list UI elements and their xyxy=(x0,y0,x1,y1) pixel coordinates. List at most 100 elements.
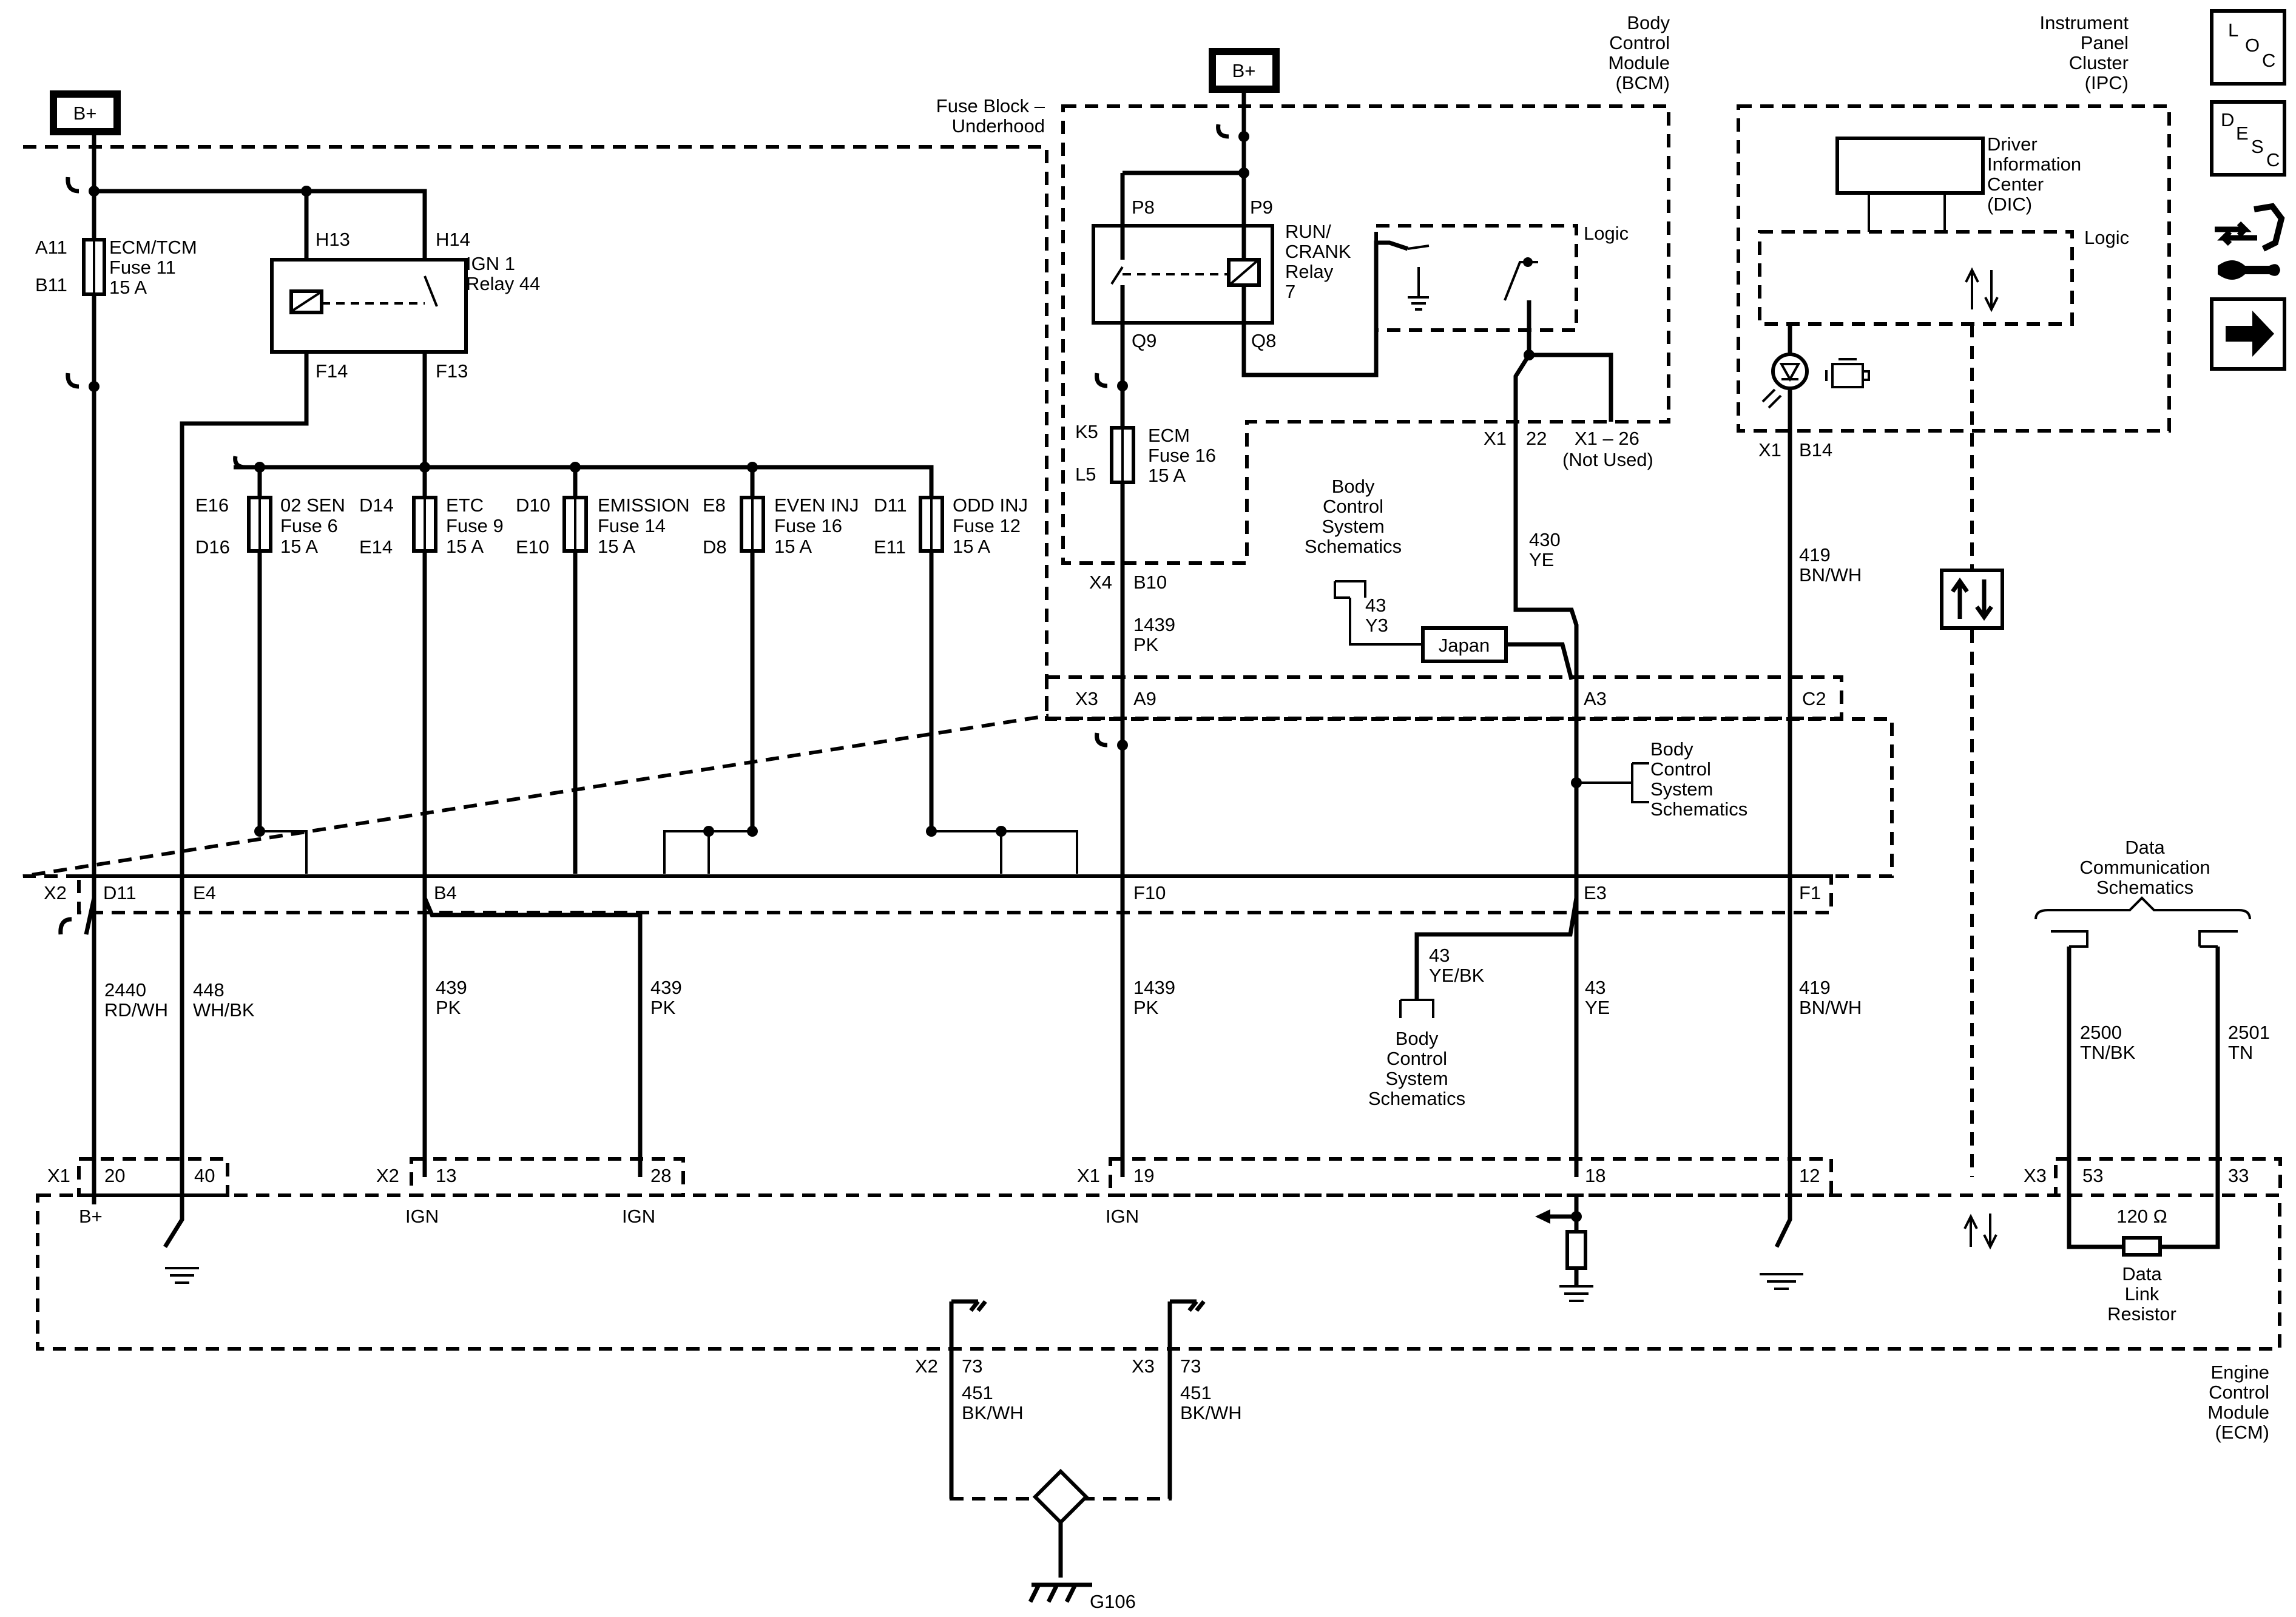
svg-text:BK/WH: BK/WH xyxy=(962,1402,1024,1423)
svg-text:B+: B+ xyxy=(79,1206,103,1227)
svg-text:Body: Body xyxy=(1650,738,1693,760)
loc-icon[interactable]: L O C xyxy=(2210,9,2286,86)
ecm-boundary xyxy=(36,1193,2281,1351)
svg-text:ETC: ETC xyxy=(446,495,484,516)
svg-text:Information: Information xyxy=(1987,154,2081,175)
bcm-x3-connector xyxy=(1045,675,1843,720)
b-plus-bcm: B+ xyxy=(1209,48,1280,93)
svg-text:Control: Control xyxy=(1386,1048,1447,1069)
fuse-etc: D14 E14 ETC Fuse 9 15 A xyxy=(359,495,504,558)
svg-text:Q8: Q8 xyxy=(1251,330,1276,351)
svg-text:PK: PK xyxy=(436,997,461,1018)
svg-text:E3: E3 xyxy=(1584,882,1607,903)
relay-ign1: H13 H14 F14 F13 IGN 1 Relay 44 xyxy=(270,229,540,382)
svg-text:13: 13 xyxy=(436,1165,456,1186)
svg-text:E16: E16 xyxy=(195,495,229,516)
svg-text:Relay: Relay xyxy=(1285,261,1334,282)
svg-text:X3: X3 xyxy=(1075,688,1098,709)
svg-text:419: 419 xyxy=(1799,544,1831,565)
svg-text:Control: Control xyxy=(1323,496,1383,517)
svg-text:15 A: 15 A xyxy=(598,536,635,557)
svg-text:Logic: Logic xyxy=(2084,227,2129,248)
svg-text:F10: F10 xyxy=(1133,882,1166,903)
svg-text:G106: G106 xyxy=(1090,1591,1136,1612)
japan-box: Japan xyxy=(1421,626,1508,663)
svg-text:12: 12 xyxy=(1799,1165,1820,1186)
svg-text:Link: Link xyxy=(2125,1283,2159,1305)
svg-text:RD/WH: RD/WH xyxy=(104,999,168,1021)
fuse-emission: D10 E10 EMISSION Fuse 14 15 A xyxy=(516,495,690,558)
svg-text:40: 40 xyxy=(194,1165,215,1186)
svg-text:E10: E10 xyxy=(516,536,549,558)
svg-text:2501: 2501 xyxy=(2228,1022,2270,1043)
svg-text:43: 43 xyxy=(1429,945,1450,966)
relay-run-crank: P8 P9 Q9 Q8 RUN/ CRANK Relay 7 xyxy=(1132,197,1351,351)
svg-text:15 A: 15 A xyxy=(109,277,147,298)
svg-text:430: 430 xyxy=(1529,529,1561,550)
next-arrow-icon[interactable] xyxy=(2210,297,2286,371)
ref-body-control-3[interactable]: Body Control System Schematics xyxy=(1368,1028,1465,1109)
svg-text:X3: X3 xyxy=(1132,1355,1155,1377)
svg-text:19: 19 xyxy=(1133,1165,1154,1186)
svg-text:P8: P8 xyxy=(1132,197,1155,218)
ipc-logic-box xyxy=(1758,230,2074,326)
svg-text:Schematics: Schematics xyxy=(2096,877,2193,898)
fuse-even-inj: E8 D8 EVEN INJ Fuse 16 15 A xyxy=(703,495,859,558)
svg-text:H14: H14 xyxy=(436,229,470,250)
svg-text:2500: 2500 xyxy=(2080,1022,2122,1043)
svg-text:System: System xyxy=(1650,778,1713,800)
svg-text:L: L xyxy=(2228,19,2238,41)
ecm-grounds: G106 xyxy=(165,1267,1206,1612)
svg-text:D16: D16 xyxy=(195,536,230,558)
b-plus-left: B+ xyxy=(50,90,121,135)
svg-text:Logic: Logic xyxy=(1584,223,1629,244)
svg-text:Resistor: Resistor xyxy=(2107,1303,2176,1325)
svg-text:Schematics: Schematics xyxy=(1368,1088,1465,1109)
svg-text:YE: YE xyxy=(1585,997,1610,1018)
connector-tool-icon[interactable] xyxy=(2215,203,2285,280)
svg-text:(ECM): (ECM) xyxy=(2215,1422,2269,1443)
svg-text:D11: D11 xyxy=(874,495,907,516)
svg-text:S: S xyxy=(2251,136,2264,157)
ref-body-control-2[interactable]: Body Control System Schematics xyxy=(1650,738,1747,820)
ipc-boundary xyxy=(1737,104,2171,433)
svg-text:WH/BK: WH/BK xyxy=(193,999,255,1021)
svg-text:33: 33 xyxy=(2228,1165,2249,1186)
svg-text:B4: B4 xyxy=(434,882,457,903)
svg-text:Module: Module xyxy=(1608,52,1670,73)
svg-text:F13: F13 xyxy=(436,360,468,382)
svg-text:L5: L5 xyxy=(1075,464,1096,485)
svg-text:E14: E14 xyxy=(359,536,393,558)
svg-text:15 A: 15 A xyxy=(774,536,812,557)
svg-text:X1: X1 xyxy=(1758,439,1781,461)
desc-icon[interactable]: D E S C xyxy=(2210,100,2286,177)
svg-text:73: 73 xyxy=(962,1355,982,1377)
svg-text:Y3: Y3 xyxy=(1365,615,1388,636)
svg-text:7: 7 xyxy=(1285,281,1295,302)
svg-text:X2: X2 xyxy=(376,1165,399,1186)
bcm-title: Body Control Module (BCM) xyxy=(1608,12,1670,93)
svg-text:(DIC): (DIC) xyxy=(1987,194,2032,215)
ref-data-communication[interactable]: Data Communication Schematics xyxy=(2079,837,2210,898)
svg-text:X2: X2 xyxy=(44,882,67,903)
svg-text:1439: 1439 xyxy=(1133,614,1175,635)
fuse-block-title: Fuse Block – Underhood xyxy=(936,95,1045,137)
svg-text:22: 22 xyxy=(1526,428,1547,449)
ecm-x3-connector xyxy=(2054,1157,2282,1197)
ipc-title: Instrument Panel Cluster (IPC) xyxy=(2040,12,2129,93)
bcm-wiring xyxy=(1092,89,1649,1302)
svg-text:15 A: 15 A xyxy=(953,536,990,557)
svg-text:BK/WH: BK/WH xyxy=(1180,1402,1242,1423)
fuse-block-x2-connector xyxy=(77,874,1833,914)
data-link-resistor: 120 Ω Data Link Resistor xyxy=(2034,896,2251,1325)
svg-text:Fuse 12: Fuse 12 xyxy=(953,515,1021,536)
svg-text:Cluster: Cluster xyxy=(2069,52,2129,73)
fuse-o2-sen: E16 D16 02 SEN Fuse 6 15 A xyxy=(195,495,345,558)
svg-text:73: 73 xyxy=(1180,1355,1201,1377)
svg-text:Fuse 6: Fuse 6 xyxy=(280,515,338,536)
svg-text:Body: Body xyxy=(1396,1028,1439,1049)
connector-labels: X2 D11 E4 B4 F10 E3 F1 X4 B10 X3 A9 A3 C… xyxy=(44,428,2249,1377)
ecm-title: Engine Control Module (ECM) xyxy=(2207,1362,2269,1443)
ref-body-control-1[interactable]: Body Control System Schematics xyxy=(1305,476,1402,557)
svg-text:Fuse 14: Fuse 14 xyxy=(598,515,666,536)
